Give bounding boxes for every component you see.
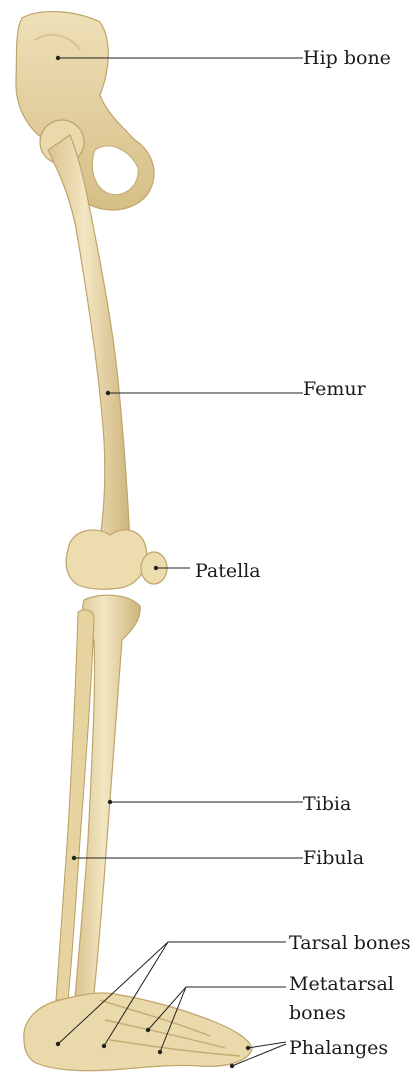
hip-bone-shape	[16, 12, 154, 210]
label-hip-bone: Hip bone	[303, 47, 391, 69]
label-metatarsal-line1: Metatarsal	[289, 973, 394, 995]
label-tarsal-bones: Tarsal bones	[289, 932, 411, 954]
label-phalanges: Phalanges	[289, 1037, 388, 1059]
label-metatarsal-line2: bones	[289, 1002, 346, 1024]
label-tibia: Tibia	[303, 793, 351, 815]
leader-line-phal-1	[248, 1042, 286, 1048]
label-fibula: Fibula	[303, 847, 364, 869]
label-femur: Femur	[303, 378, 366, 400]
foot-shape	[24, 993, 252, 1071]
label-patella: Patella	[195, 560, 261, 582]
